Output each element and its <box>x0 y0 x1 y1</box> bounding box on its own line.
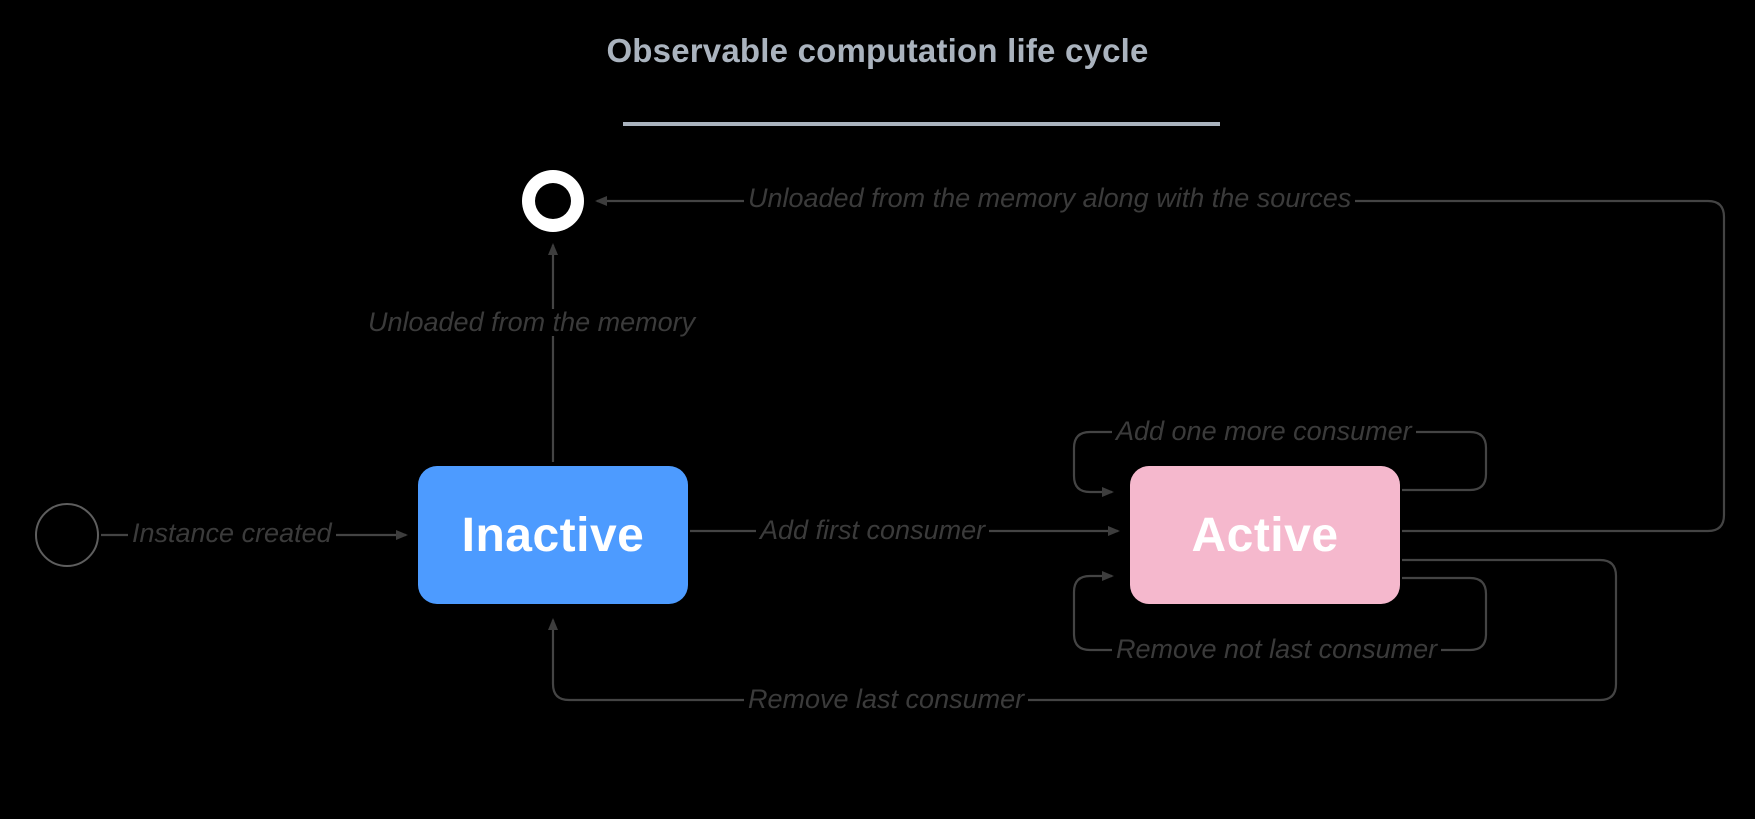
edge-unloaded-with-sources <box>595 196 1726 533</box>
final-state-node[interactable] <box>522 170 584 232</box>
page-title: Observable computation life cycle <box>606 32 1149 69</box>
edge-label-unloaded-with-sources: Unloaded from the memory along with the … <box>744 185 1356 212</box>
edge-label-remove-not-last-consumer: Remove not last consumer <box>1112 636 1442 663</box>
title-underline <box>623 122 1220 126</box>
edge-remove-last-consumer <box>548 558 1618 702</box>
state-active-label: Active <box>1191 508 1339 562</box>
state-inactive-label: Inactive <box>461 508 645 562</box>
state-active[interactable]: Active <box>1130 466 1400 604</box>
edge-label-unloaded-from-memory: Unloaded from the memory <box>364 309 700 336</box>
initial-state-node[interactable] <box>35 503 99 567</box>
edge-label-instance-created: Instance created <box>128 520 336 547</box>
edge-label-add-one-more-consumer: Add one more consumer <box>1112 418 1416 445</box>
edge-label-add-first-consumer: Add first consumer <box>756 517 990 544</box>
state-inactive[interactable]: Inactive <box>418 466 688 604</box>
edge-label-remove-last-consumer: Remove last consumer <box>744 686 1029 713</box>
